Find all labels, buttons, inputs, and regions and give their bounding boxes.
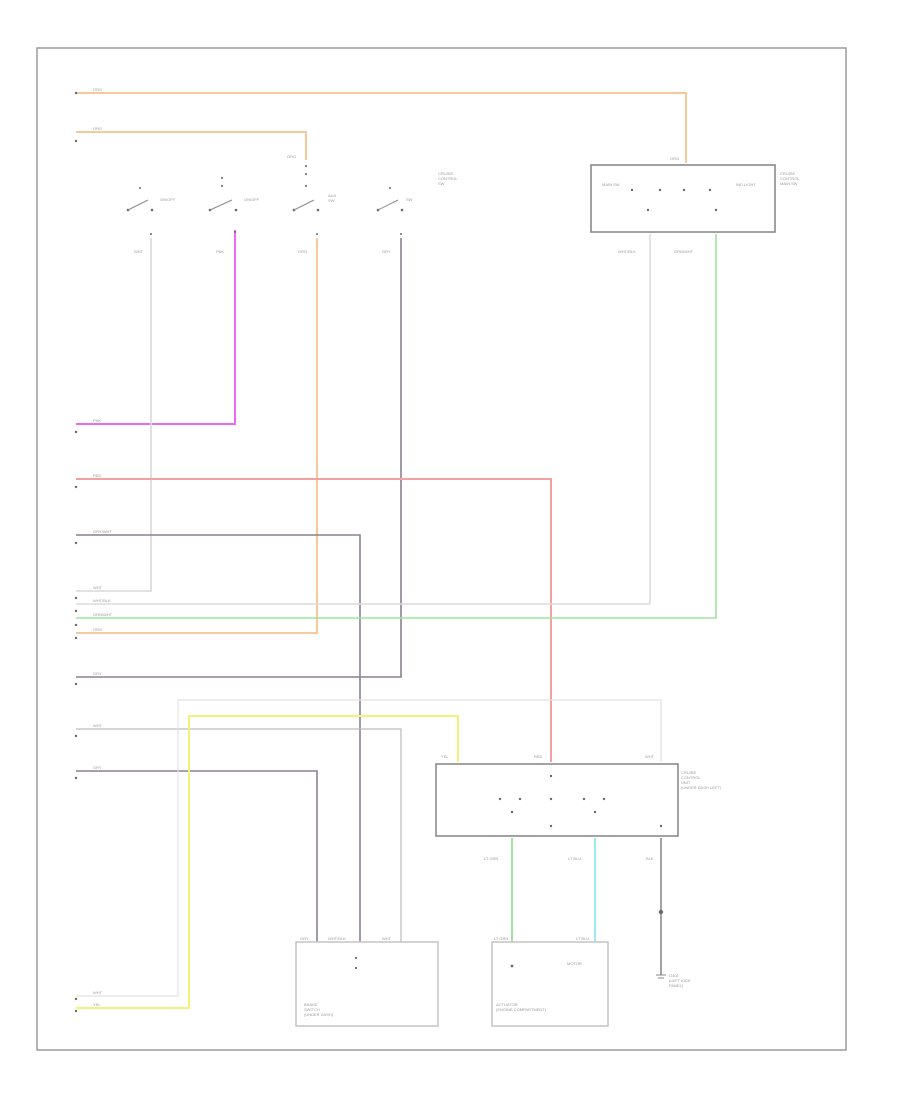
connector-label: WHT [93, 585, 103, 590]
module-pin-bot-b: LT BLU [568, 856, 581, 861]
connector-label: GRY [93, 765, 102, 770]
module-pin-bot-c: BLK [646, 856, 654, 861]
module-pin-a: WHT/BLK [618, 249, 636, 254]
left-connectors: ORG ORG PNK RED GRY/WHT WHT WHT/BLK GRN/… [74, 87, 113, 1013]
wire-white-brake [76, 728, 402, 944]
wire-white-s1 [76, 238, 152, 592]
switch-wire-label: WHT [134, 249, 144, 254]
switch-label: SW [406, 197, 413, 202]
module-pin: WHT [382, 936, 392, 941]
connector-mark [74, 1009, 78, 1013]
wire-gray-white [76, 534, 361, 944]
module-pin: LT GRN [494, 936, 508, 941]
switch-top-label: ORG [287, 154, 296, 159]
connector-mark [74, 682, 78, 686]
connector-mark [74, 430, 78, 434]
switch-wire-label: GRY [382, 249, 391, 254]
module-top-pin: ORG [670, 156, 679, 161]
connector-label: RED [93, 473, 102, 478]
connector-label: YEL [93, 1002, 101, 1007]
module-inner-a: MAIN SW [602, 182, 620, 187]
connector-label: GRN/WHT [93, 612, 113, 617]
connector-mark [74, 636, 78, 640]
wire-gray-brake [76, 770, 318, 944]
module-pin: LT BLU [576, 936, 589, 941]
wire-white-black [76, 234, 651, 605]
module-inner-b: IND LIGHT [736, 182, 756, 187]
connector-label: WHT [93, 723, 103, 728]
switch-label: ON/OFF [244, 197, 260, 202]
switch-label: ON/OFF [160, 197, 176, 202]
wire-white-unit [76, 699, 662, 997]
wire-pink [76, 230, 236, 425]
connector-mark [74, 596, 78, 600]
connector-mark [74, 139, 78, 143]
wire-orange-2 [76, 131, 307, 160]
connector-mark [74, 609, 78, 613]
connector-label: WHT [93, 990, 103, 995]
module-pin-top-a: YEL [441, 754, 449, 759]
switch-s4: SW GRY [376, 187, 413, 254]
wire-yellow [76, 715, 459, 1009]
switch-s1: ON/OFF WHT [126, 187, 176, 254]
module-actuator: LT GRN LT BLU MOTOR ACTUATOR(ENGINE COMP… [491, 936, 609, 1027]
module-main-switch: ORG MAIN SW IND LIGHT WHT/BLK GRN/WHT CR… [590, 156, 800, 254]
module-pin-top-c: WHT [645, 754, 655, 759]
connector-label: ORG [93, 87, 102, 92]
wire-green-white [76, 234, 717, 619]
module-label: ACTUATOR(ENGINE COMPARTMENT) [496, 1002, 547, 1012]
connector-mark [74, 623, 78, 627]
wire-orange-1 [76, 92, 687, 163]
connector-mark [74, 485, 78, 489]
connector-mark [74, 776, 78, 780]
connector-label: GRY [93, 671, 102, 676]
connector-label: ORG [93, 627, 102, 632]
connector-label: PNK [93, 418, 102, 423]
connector-label: GRY/WHT [93, 529, 112, 534]
connector-mark [74, 91, 78, 95]
module-pin-bot-a: LT GRN [484, 856, 498, 861]
switch-wire-label: ORG [298, 249, 307, 254]
wire-red [76, 478, 552, 762]
connector-mark [74, 997, 78, 1001]
connector-mark [74, 734, 78, 738]
module-pin: GRY [300, 936, 309, 941]
connector-label: WHT/BLK [93, 598, 111, 603]
wire-gray-s4 [76, 238, 402, 678]
module-pin-b: GRN/WHT [674, 249, 694, 254]
connector-label: ORG [93, 126, 102, 131]
switch-s2: ON/OFF PNK [208, 177, 260, 254]
module-pin: WHT/BLK [328, 936, 346, 941]
switch-wire-label: PNK [216, 249, 225, 254]
connector-mark [74, 541, 78, 545]
module-pin-top-b: RED [534, 754, 543, 759]
module-inner: MOTOR [567, 961, 582, 966]
diagram-frame [36, 47, 847, 1051]
wire-orange-3 [76, 238, 318, 634]
